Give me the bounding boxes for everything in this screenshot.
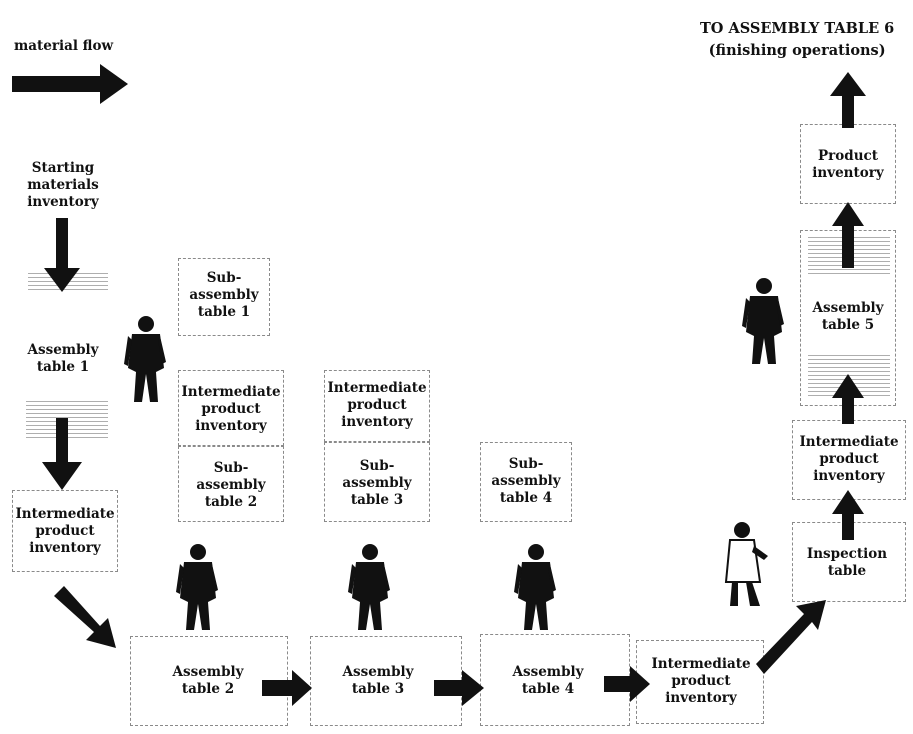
label-line: Assembly [27,342,99,358]
label-line: product [201,401,261,417]
arrow-product-to-table6 [830,72,866,128]
worker-icon-subassembly4 [514,544,556,630]
label-line: Sub- [206,270,242,286]
arrow-assembly4-to-inventory4 [604,666,650,702]
label-line: Intermediate [651,656,751,672]
label-line: materials [27,177,99,193]
label-line: table 2 [181,681,235,697]
label-line: Sub- [213,460,249,476]
label-line: Intermediate [181,384,281,400]
label-line: inventory [812,165,884,181]
arrow-inspection-to-inventory5 [832,490,864,540]
label-line: Product [818,148,878,164]
intermediate-inventory-3-box [324,370,430,442]
worker-icon-subassembly3 [348,544,390,630]
label-line: product [819,451,879,467]
label-line: inventory [195,418,267,434]
label-line: Assembly [172,664,244,680]
label-line: table 4 [499,490,553,506]
label-line: Starting [31,160,95,176]
label-line: assembly [196,477,266,493]
worker-icon-table5 [742,278,784,364]
worker-icon-subassembly2 [176,544,218,630]
intermediate-inventory-2-box [178,370,284,446]
intermediate-inventory-1-box [12,490,118,572]
label-line: Intermediate [327,380,427,396]
destination-line-2: (finishing operations) [708,42,886,59]
label-line: table [827,563,867,579]
label-line: Sub- [359,458,395,474]
label-line: table 2 [204,494,258,510]
worker-icon-table1 [124,316,166,402]
label-line: Intermediate [799,434,899,450]
label-line: product [347,397,407,413]
label-line: Sub- [508,456,544,472]
legend-arrow [12,64,128,104]
label-line: Assembly [812,300,884,316]
label-line: product [671,673,731,689]
label-line: assembly [189,287,259,303]
label-line: table 4 [521,681,575,697]
arrow-table1-to-inventory [42,418,82,490]
label-line: table 3 [350,492,404,508]
destination-line-1: TO ASSEMBLY TABLE 6 [700,20,895,37]
label-line: assembly [342,475,412,491]
label-line: table 5 [821,317,875,333]
label-line: inventory [341,414,413,430]
arrow-start-to-table1 [44,218,80,292]
arrow-inventory5-to-assembly5 [832,374,864,424]
label-line: product [35,523,95,539]
label-line: Assembly [342,664,414,680]
subassembly-table-4-box [480,442,572,522]
label-line: inventory [813,468,885,484]
subassembly-table-2-box [178,446,284,522]
label-line: assembly [491,473,561,489]
destination-label: TO ASSEMBLY TABLE 6 (finishing operation… [700,18,894,62]
subassembly-table-3-box [324,442,430,522]
label-line: inventory [27,194,99,210]
label-line: inventory [665,690,737,706]
arrow-assembly5-to-product [832,202,864,268]
label-line: Assembly [512,664,584,680]
inspector-icon [724,522,768,606]
label-line: table 1 [197,304,251,320]
arrow-inventory4-to-inspection [756,600,826,674]
arrow-assembly3-to-4 [434,670,484,706]
label-line: Inspection [806,546,888,562]
label-line: inventory [29,540,101,556]
label-line: table 1 [36,359,90,375]
label-line: Intermediate [15,506,115,522]
arrow-inventory-to-assembly2 [54,586,116,648]
subassembly-table-1-box [178,258,270,336]
arrow-assembly2-to-3 [262,670,312,706]
legend-label: material flow [14,38,114,54]
label-line: table 3 [351,681,405,697]
